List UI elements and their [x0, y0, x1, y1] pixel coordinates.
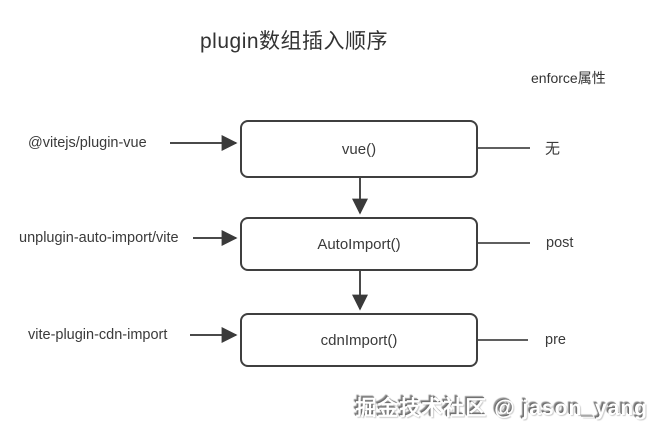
enforce-column-header: enforce属性 — [531, 70, 606, 86]
watermark: 掘金技术社区 @ jason_yang — [355, 397, 648, 420]
node-vue-label: vue() — [341, 140, 377, 158]
node-autoimport: AutoImport() — [240, 217, 478, 271]
node-vue: vue() — [240, 120, 478, 178]
enforce-value-vue: 无 — [545, 140, 561, 158]
enforce-value-cdnimport: pre — [545, 332, 566, 348]
source-label-plugin-vue: @vitejs/plugin-vue — [28, 135, 147, 151]
node-autoimport-label: AutoImport() — [317, 235, 401, 253]
diagram-title: plugin数组插入顺序 — [200, 30, 389, 53]
node-cdnimport-label: cdnImport() — [320, 331, 398, 349]
node-cdnimport: cdnImport() — [240, 313, 478, 367]
source-label-cdn-import: vite-plugin-cdn-import — [28, 327, 168, 343]
source-label-auto-import: unplugin-auto-import/vite — [19, 230, 179, 246]
enforce-value-autoimport: post — [546, 235, 574, 251]
